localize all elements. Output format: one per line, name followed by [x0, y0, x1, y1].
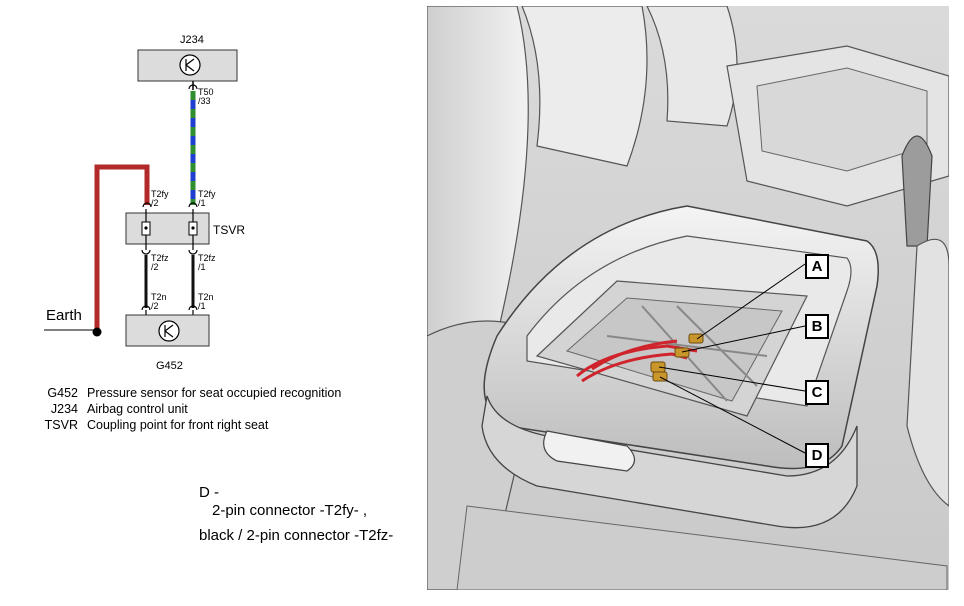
leader-line-d	[659, 376, 806, 454]
wiring-diagram: J234 T50 /33 T2fy /2 T2fy /1 TSVR T2fz /…	[0, 0, 420, 380]
connector-c	[650, 361, 666, 373]
g452-symbol-icon	[158, 320, 180, 342]
j234-symbol-icon	[179, 54, 201, 76]
gear-lever	[901, 135, 933, 247]
callout-c: C	[805, 380, 829, 405]
left-seat-back	[427, 6, 529, 367]
pin-t2fy-left-num: /2	[151, 198, 159, 208]
note-line-3: black / 2-pin connector -T2fz-	[199, 527, 394, 544]
pin-t2n-right-num: /1	[198, 301, 206, 311]
connector-a	[688, 333, 704, 344]
legend-row: J234 Airbag control unit	[0, 402, 400, 418]
seat-adjust-handle	[543, 430, 636, 472]
callout-a: A	[805, 254, 829, 279]
pin-t2n-left: T2n	[151, 292, 167, 302]
g452-symbol-glyph	[164, 324, 174, 338]
rear-seat-back	[521, 6, 648, 167]
pin-t2fy-right-num: /1	[198, 198, 206, 208]
pin-t2fz-right: T2fz	[198, 253, 216, 263]
earth-wire	[94, 164, 150, 332]
leader-line-a	[696, 263, 806, 340]
legend-row: TSVR Coupling point for front right seat	[0, 418, 400, 434]
callout-b: B	[805, 314, 829, 339]
pin-t2n-left-num: /2	[151, 301, 159, 311]
pin-t2fz-left: T2fz	[151, 253, 169, 263]
j234-symbol-glyph	[185, 58, 195, 72]
earth-node	[92, 327, 102, 337]
legend-code: G452	[47, 386, 78, 400]
wiring-graphic	[44, 49, 238, 347]
tsvr-label: TSVR	[213, 223, 246, 237]
note-line-1: D -	[199, 484, 219, 501]
callout-d: D	[805, 443, 829, 468]
legend-code: J234	[50, 402, 78, 416]
pin-t2fy-left: T2fy	[151, 189, 169, 199]
pin-t50: T50	[198, 87, 214, 97]
pin-t2fz-left-num: /2	[151, 262, 159, 272]
seat-graphic	[427, 6, 949, 590]
pin-t2n-right: T2n	[198, 292, 214, 302]
earth-label: Earth	[46, 307, 82, 324]
pin-t2fz-right-num: /1	[198, 262, 206, 272]
legend-code: TSVR	[44, 418, 78, 432]
pin-t2fy-right: T2fy	[198, 189, 216, 199]
seat-illustration: A B C D	[427, 6, 949, 590]
legend-description: Pressure sensor for seat occupied recogn…	[87, 386, 342, 400]
legend-description: Coupling point for front right seat	[87, 418, 269, 432]
leader-line-c	[658, 366, 806, 392]
leader-line-b	[681, 325, 806, 353]
legend-description: Airbag control unit	[87, 402, 188, 416]
legend-row: G452 Pressure sensor for seat occupied r…	[0, 386, 400, 402]
pin-t50-num: /33	[198, 96, 211, 106]
g452-label: G452	[156, 360, 183, 372]
connector-b	[674, 347, 690, 358]
j234-label: J234	[180, 34, 204, 46]
note-line-2: 2-pin connector -T2fy- ,	[212, 502, 368, 519]
